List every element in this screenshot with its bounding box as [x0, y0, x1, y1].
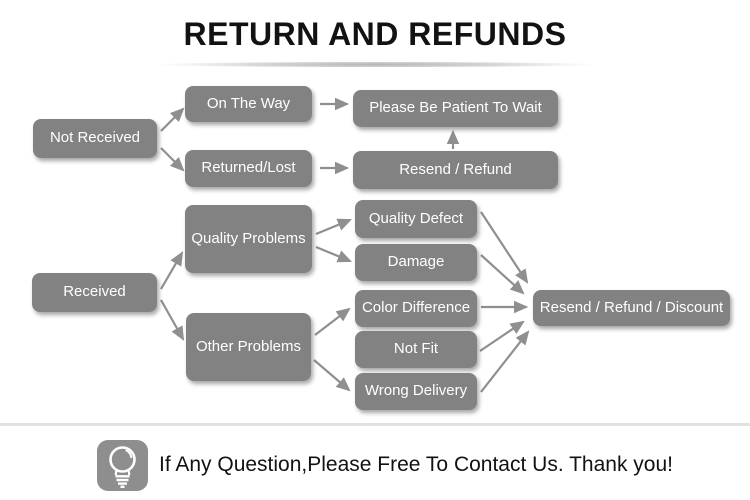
node-resend-refund-discount: Resend / Refund / Discount	[533, 290, 730, 326]
footer-note-bar: If Any Question,Please Free To Contact U…	[97, 439, 673, 491]
arrow-not-received-to-returned-lost	[160, 147, 185, 172]
arrow-not-received-to-on-the-way	[160, 107, 185, 132]
arrow-damage-to-discount	[480, 254, 525, 295]
arrow-quality-problems-to-damage	[315, 245, 352, 263]
title-underline-shadow	[155, 62, 598, 67]
node-not-received: Not Received	[33, 119, 157, 158]
arrow-received-to-other-problems	[160, 299, 185, 341]
arrow-wrong-delivery-to-discount	[480, 330, 530, 393]
footer-note-text: If Any Question,Please Free To Contact U…	[159, 453, 673, 476]
node-resend-refund: Resend / Refund	[353, 151, 558, 189]
arrow-other-problems-to-color-difference	[314, 307, 351, 336]
node-on-the-way: On The Way	[185, 86, 312, 122]
arrow-other-problems-to-wrong-delivery	[313, 359, 351, 392]
node-not-fit: Not Fit	[355, 331, 477, 368]
arrow-received-to-quality-problems	[160, 251, 184, 290]
node-wrong-delivery: Wrong Delivery	[355, 373, 477, 410]
page-title: RETURN AND REFUNDS	[183, 16, 567, 52]
node-quality-problems: Quality Problems	[185, 205, 312, 273]
footer-divider	[0, 423, 750, 426]
node-please-be-patient-to-wait: Please Be Patient To Wait	[353, 90, 558, 127]
arrow-quality-defect-to-discount	[480, 211, 529, 284]
node-color-difference: Color Difference	[355, 290, 477, 327]
node-received: Received	[32, 273, 157, 312]
lightbulb-icon	[97, 439, 148, 491]
node-quality-defect: Quality Defect	[355, 200, 477, 238]
arrow-not-fit-to-discount	[479, 320, 525, 352]
node-other-problems: Other Problems	[186, 313, 311, 381]
node-returned-lost: Returned/Lost	[185, 150, 312, 187]
node-damage: Damage	[355, 244, 477, 281]
arrow-quality-problems-to-quality-defect	[315, 218, 352, 236]
